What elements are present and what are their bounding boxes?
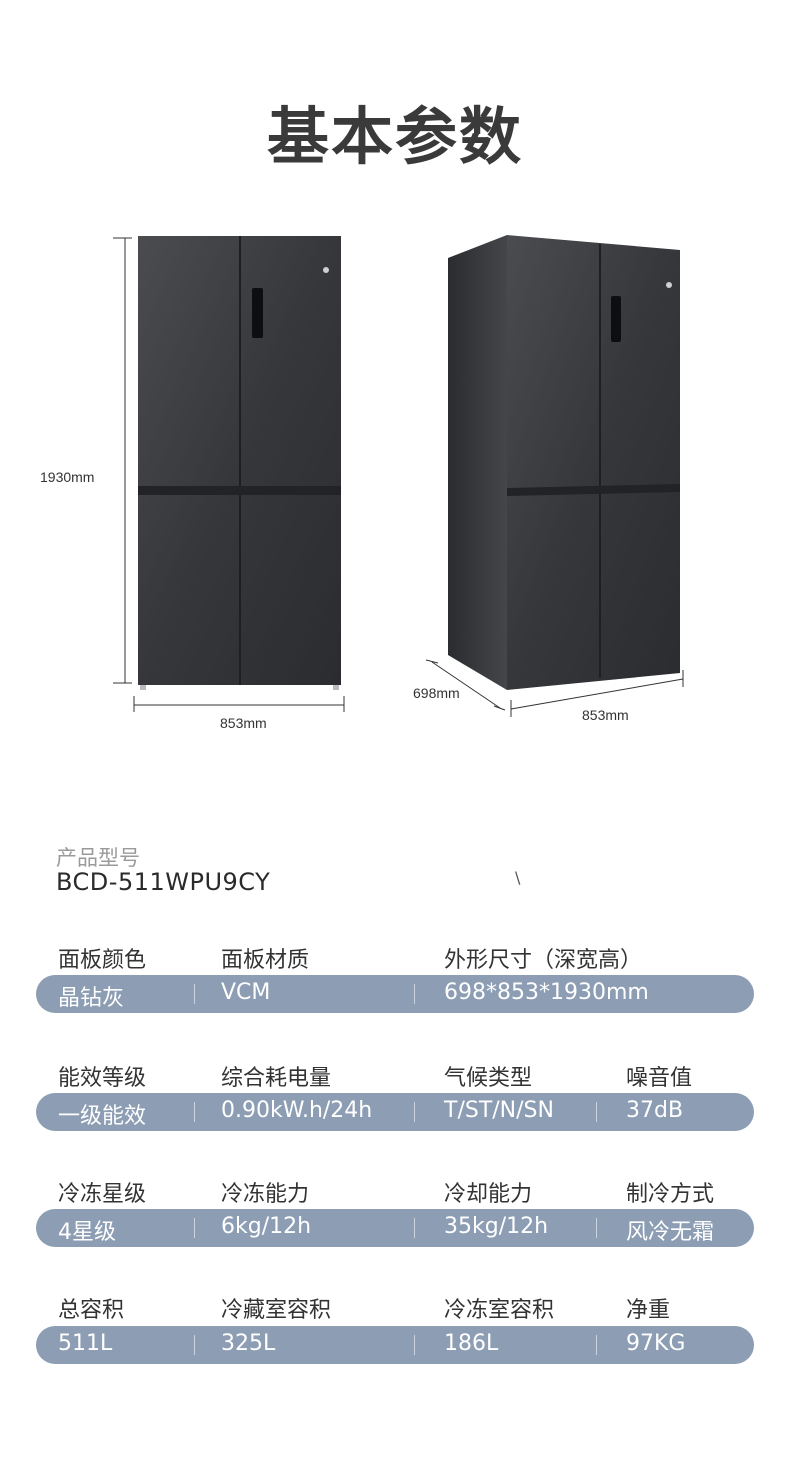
spec-row-labels: 能效等级 综合耗电量 气候类型 噪音值 bbox=[0, 1060, 790, 1091]
spec-value: 风冷无霜 bbox=[626, 1220, 715, 1245]
spec-label: 冷冻能力 bbox=[221, 1182, 310, 1207]
fridge-side-view bbox=[448, 235, 680, 690]
spec-label: 总容积 bbox=[58, 1298, 125, 1323]
spec-label: 面板颜色 bbox=[58, 948, 147, 973]
spec-row-labels: 总容积 冷藏室容积 冷冻室容积 净重 bbox=[0, 1292, 790, 1323]
page-title: 基本参数 bbox=[266, 100, 523, 173]
spec-value: 4星级 bbox=[58, 1220, 116, 1245]
spec-value: 一级能效 bbox=[58, 1104, 147, 1129]
spec-value-bar: 511L 325L 186L 97KG bbox=[36, 1326, 754, 1364]
side-width-dimension-label: 853mm bbox=[582, 707, 629, 723]
spec-value: 37dB bbox=[626, 1098, 684, 1123]
spec-label: 外形尺寸（深宽高） bbox=[444, 948, 643, 973]
spec-row-labels: 面板颜色 面板材质 外形尺寸（深宽高） bbox=[0, 942, 790, 973]
model-value: BCD-511WPU9CY bbox=[56, 868, 271, 896]
spec-label: 制冷方式 bbox=[626, 1182, 715, 1207]
spec-label: 面板材质 bbox=[221, 948, 310, 973]
spec-value: 97KG bbox=[626, 1331, 686, 1356]
spec-value-bar: 4星级 6kg/12h 35kg/12h 风冷无霜 bbox=[36, 1209, 754, 1247]
fridge-illustrations bbox=[113, 235, 684, 717]
model-label: 产品型号 bbox=[56, 846, 140, 870]
spec-label: 冷冻星级 bbox=[58, 1182, 147, 1207]
spec-value: 晶钻灰 bbox=[58, 986, 125, 1011]
spec-value: VCM bbox=[221, 980, 271, 1005]
spec-value: 698*853*1930mm bbox=[444, 980, 649, 1005]
spec-value: 6kg/12h bbox=[221, 1214, 312, 1239]
spec-value-bar: 晶钻灰 VCM 698*853*1930mm bbox=[36, 975, 754, 1013]
spec-value: T/ST/N/SN bbox=[444, 1098, 554, 1123]
depth-dimension-label: 698mm bbox=[413, 685, 460, 701]
spec-value: 35kg/12h bbox=[444, 1214, 549, 1239]
spec-label: 综合耗电量 bbox=[221, 1066, 332, 1091]
spec-label: 冷藏室容积 bbox=[221, 1298, 332, 1323]
spec-label: 能效等级 bbox=[58, 1066, 147, 1091]
brand-logo bbox=[666, 282, 672, 288]
spec-value: 186L bbox=[444, 1331, 499, 1356]
side-width-dimension-line bbox=[510, 670, 684, 717]
stray-mark: \ bbox=[515, 868, 521, 887]
height-dimension-label: 1930mm bbox=[40, 469, 95, 485]
front-width-dimension-label: 853mm bbox=[220, 715, 267, 731]
spec-label: 气候类型 bbox=[444, 1066, 533, 1091]
spec-label: 冷却能力 bbox=[444, 1182, 533, 1207]
display-panel bbox=[611, 296, 621, 342]
spec-value: 511L bbox=[58, 1331, 113, 1356]
display-panel bbox=[252, 288, 263, 338]
spec-value: 0.90kW.h/24h bbox=[221, 1098, 373, 1123]
fridge-front-view bbox=[138, 236, 341, 690]
spec-value-bar: 一级能效 0.90kW.h/24h T/ST/N/SN 37dB bbox=[36, 1093, 754, 1131]
brand-logo bbox=[323, 267, 329, 273]
depth-dimension-line bbox=[425, 659, 506, 711]
height-dimension-line bbox=[113, 237, 132, 684]
spec-value: 325L bbox=[221, 1331, 276, 1356]
front-width-dimension-line bbox=[133, 696, 345, 712]
spec-label: 冷冻室容积 bbox=[444, 1298, 555, 1323]
spec-label: 净重 bbox=[626, 1298, 671, 1323]
spec-label: 噪音值 bbox=[626, 1066, 693, 1091]
spec-row-labels: 冷冻星级 冷冻能力 冷却能力 制冷方式 bbox=[0, 1176, 790, 1207]
